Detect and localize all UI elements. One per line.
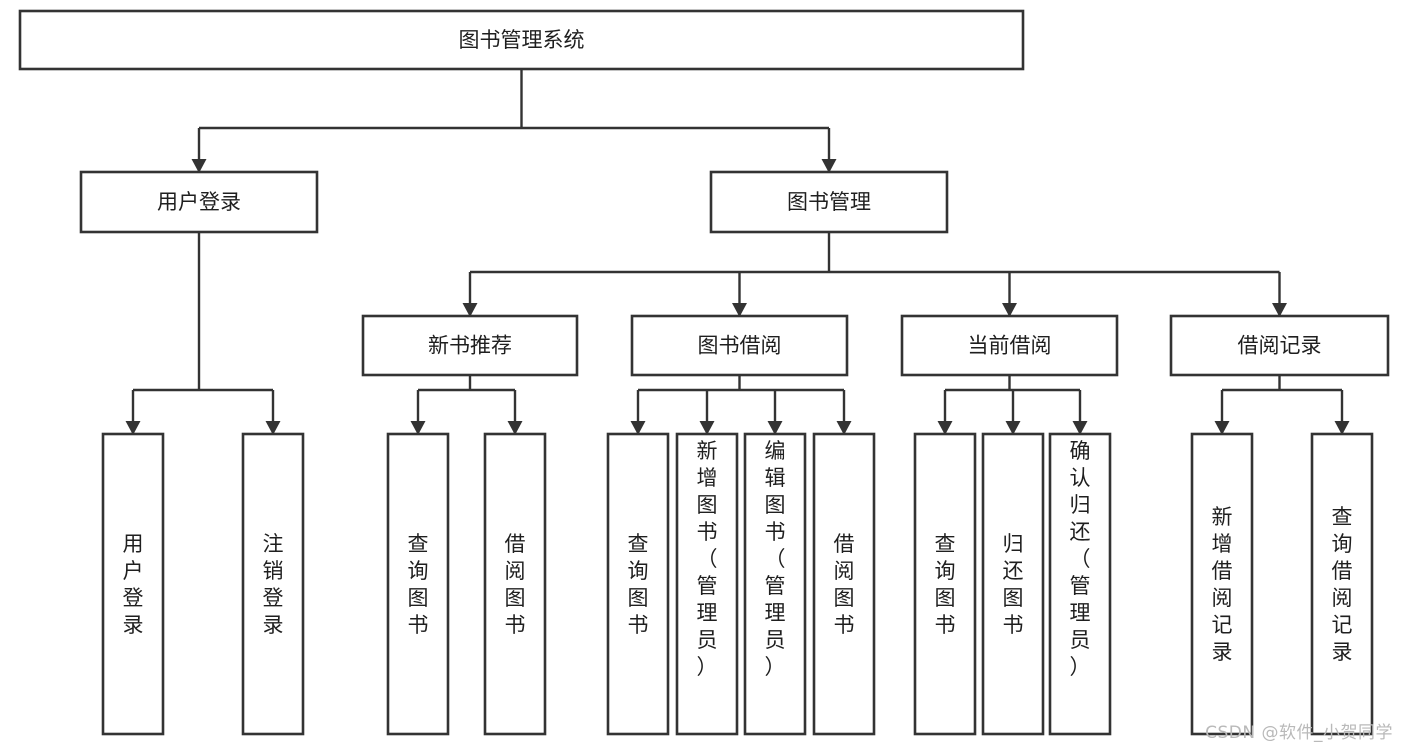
- node-book-manage[interactable]: 图书管理: [709, 170, 949, 234]
- node-label-borrow-record: 借阅记录: [1238, 334, 1322, 358]
- arrowhead-icon: [699, 421, 715, 435]
- node-box-leaf-borrow-book-1: [483, 432, 547, 736]
- node-label-current-borrow: 当前借阅: [968, 334, 1052, 358]
- node-leaf-edit-book-admin[interactable]: 编辑图书（管理员）: [743, 432, 807, 736]
- arrowhead-icon: [732, 303, 747, 317]
- node-leaf-logout-login[interactable]: 注销登录: [241, 432, 305, 736]
- node-leaf-add-borrow-record[interactable]: 新增借阅记录: [1190, 432, 1254, 736]
- arrowhead-icon: [265, 421, 281, 435]
- node-box-leaf-user-login: [101, 432, 165, 736]
- arrowhead-icon: [125, 421, 141, 435]
- node-leaf-confirm-return-admin[interactable]: 确认归还（管理员）: [1048, 432, 1112, 736]
- node-layer: 图书管理系统用户登录图书管理新书推荐图书借阅当前借阅借阅记录用户登录注销登录查询…: [18, 9, 1390, 736]
- arrowhead-icon: [1005, 421, 1021, 435]
- node-box-current-borrow: [900, 314, 1119, 377]
- node-leaf-query-borrow-record[interactable]: 查询借阅记录: [1310, 432, 1374, 736]
- node-box-leaf-add-book-admin: [675, 432, 739, 736]
- arrowhead-icon: [767, 421, 783, 435]
- node-label-leaf-query-book-1: 查询图书: [408, 532, 429, 637]
- edges-from-borrow-record: [1214, 375, 1350, 435]
- node-leaf-query-book-3[interactable]: 查询图书: [913, 432, 977, 736]
- arrowhead-icon: [1002, 303, 1017, 317]
- node-borrow-record[interactable]: 借阅记录: [1169, 314, 1390, 377]
- arrowhead-icon: [462, 303, 478, 317]
- node-box-user-login: [79, 170, 319, 234]
- node-leaf-borrow-book-2[interactable]: 借阅图书: [812, 432, 876, 736]
- node-label-leaf-borrow-book-1: 借阅图书: [505, 532, 526, 637]
- node-box-leaf-confirm-return-admin: [1048, 432, 1112, 736]
- node-new-book-recommend[interactable]: 新书推荐: [361, 314, 579, 377]
- node-label-leaf-query-borrow-record: 查询借阅记录: [1332, 505, 1353, 664]
- node-label-leaf-confirm-return-admin: 确认归还（管理员）: [1070, 439, 1091, 679]
- node-leaf-user-login[interactable]: 用户登录: [101, 432, 165, 736]
- node-box-leaf-borrow-book-2: [812, 432, 876, 736]
- edges-from-user-login: [125, 232, 281, 435]
- node-book-borrow[interactable]: 图书借阅: [630, 314, 849, 377]
- arrowhead-icon: [630, 421, 646, 435]
- node-box-leaf-logout-login: [241, 432, 305, 736]
- node-label-book-manage: 图书管理: [787, 190, 871, 214]
- edges-from-book-manage: [462, 232, 1287, 317]
- node-label-root: 图书管理系统: [459, 28, 585, 52]
- node-label-leaf-user-login: 用户登录: [123, 532, 144, 637]
- node-root[interactable]: 图书管理系统: [18, 9, 1025, 71]
- node-box-leaf-query-book-2: [606, 432, 670, 736]
- node-leaf-query-book-2[interactable]: 查询图书: [606, 432, 670, 736]
- arrowhead-icon: [1072, 421, 1088, 435]
- node-label-leaf-borrow-book-2: 借阅图书: [834, 532, 855, 637]
- edges-from-current-borrow: [937, 375, 1088, 435]
- node-label-leaf-query-book-2: 查询图书: [628, 532, 649, 637]
- node-label-new-book-recommend: 新书推荐: [428, 334, 512, 358]
- node-box-leaf-add-borrow-record: [1190, 432, 1254, 736]
- node-label-leaf-edit-book-admin: 编辑图书（管理员）: [765, 439, 786, 679]
- node-leaf-return-book[interactable]: 归还图书: [981, 432, 1045, 736]
- arrowhead-icon: [836, 421, 852, 435]
- node-box-leaf-query-book-3: [913, 432, 977, 736]
- connector-layer: [125, 69, 1350, 435]
- node-leaf-borrow-book-1[interactable]: 借阅图书: [483, 432, 547, 736]
- node-leaf-query-book-1[interactable]: 查询图书: [386, 432, 450, 736]
- node-label-leaf-add-borrow-record: 新增借阅记录: [1212, 505, 1233, 664]
- node-label-leaf-add-book-admin: 新增图书（管理员）: [697, 439, 718, 679]
- node-box-book-manage: [709, 170, 949, 234]
- node-box-leaf-return-book: [981, 432, 1045, 736]
- node-label-leaf-logout-login: 注销登录: [263, 532, 284, 637]
- edges-from-root: [191, 69, 837, 173]
- node-box-root: [18, 9, 1025, 71]
- arrowhead-icon: [1272, 303, 1287, 317]
- edges-from-new-book-recommend: [410, 375, 523, 435]
- arrowhead-icon: [821, 159, 837, 173]
- arrowhead-icon: [1334, 421, 1350, 435]
- arrowhead-icon: [937, 421, 953, 435]
- node-box-borrow-record: [1169, 314, 1390, 377]
- edges-from-book-borrow: [630, 375, 852, 435]
- node-label-leaf-return-book: 归还图书: [1003, 532, 1024, 637]
- node-label-user-login: 用户登录: [157, 190, 241, 214]
- arrowhead-icon: [1214, 421, 1230, 435]
- arrowhead-icon: [191, 159, 207, 173]
- node-box-leaf-query-book-1: [386, 432, 450, 736]
- arrowhead-icon: [507, 421, 523, 435]
- node-box-leaf-query-borrow-record: [1310, 432, 1374, 736]
- node-box-leaf-edit-book-admin: [743, 432, 807, 736]
- node-user-login[interactable]: 用户登录: [79, 170, 319, 234]
- node-label-leaf-query-book-3: 查询图书: [935, 532, 956, 637]
- arrowhead-icon: [410, 421, 426, 435]
- node-box-book-borrow: [630, 314, 849, 377]
- node-current-borrow[interactable]: 当前借阅: [900, 314, 1119, 377]
- node-label-book-borrow: 图书借阅: [698, 334, 782, 358]
- node-box-new-book-recommend: [361, 314, 579, 377]
- node-leaf-add-book-admin[interactable]: 新增图书（管理员）: [675, 432, 739, 736]
